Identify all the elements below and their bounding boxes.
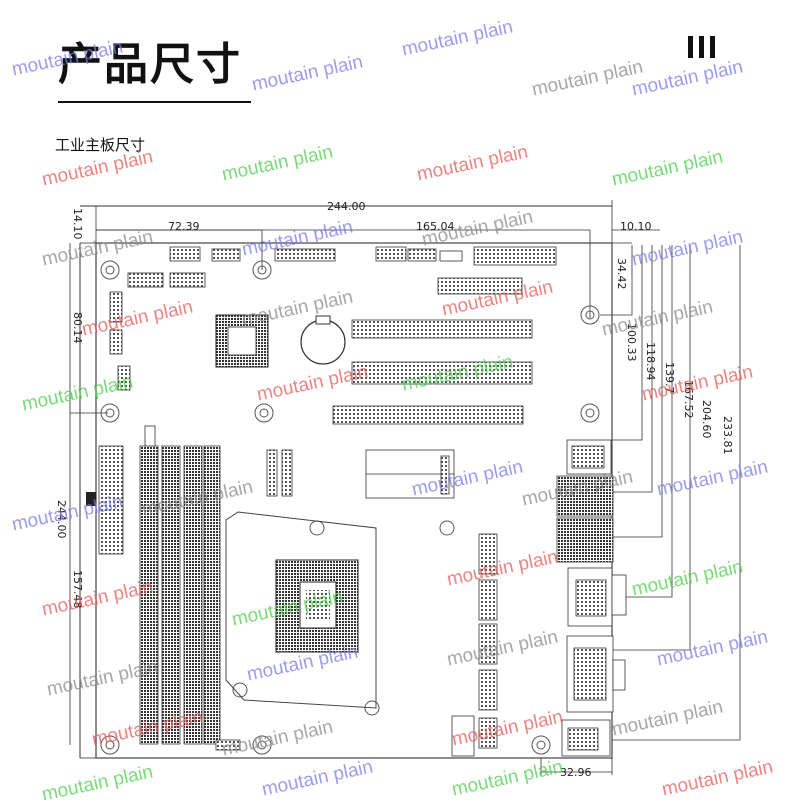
dim-right-100: 100.33 xyxy=(625,323,638,362)
dim-right-118: 118.94 xyxy=(644,342,657,381)
dim-bottom-32: 32.96 xyxy=(560,766,592,779)
dim-left-157: 157.48 xyxy=(71,570,84,609)
dim-right-167: 167.52 xyxy=(682,380,695,419)
title-underline xyxy=(58,101,251,103)
battery xyxy=(300,319,346,365)
dim-right-34: 34.42 xyxy=(615,258,628,290)
page-title: 产品尺寸 xyxy=(58,39,242,90)
mounting-holes xyxy=(100,260,600,755)
dim-height-left: 244.00 xyxy=(55,500,68,539)
section-subtitle: 工业主板尺寸 xyxy=(55,136,146,154)
dim-right-233: 233.81 xyxy=(721,416,734,455)
dim-right-204: 204.60 xyxy=(700,400,713,439)
menu-icon[interactable] xyxy=(688,36,718,58)
dim-left-80: 80.14 xyxy=(71,312,84,344)
dim-offset-left-top: 14.10 xyxy=(71,208,84,240)
dim-width-top: 244.00 xyxy=(327,200,366,213)
dim-right-139: 139.7 xyxy=(663,362,676,394)
dim-hole-x2: 165.04 xyxy=(416,220,455,233)
dim-hole-x1: 72.39 xyxy=(168,220,200,233)
dim-right-offset: 10.10 xyxy=(620,220,652,233)
